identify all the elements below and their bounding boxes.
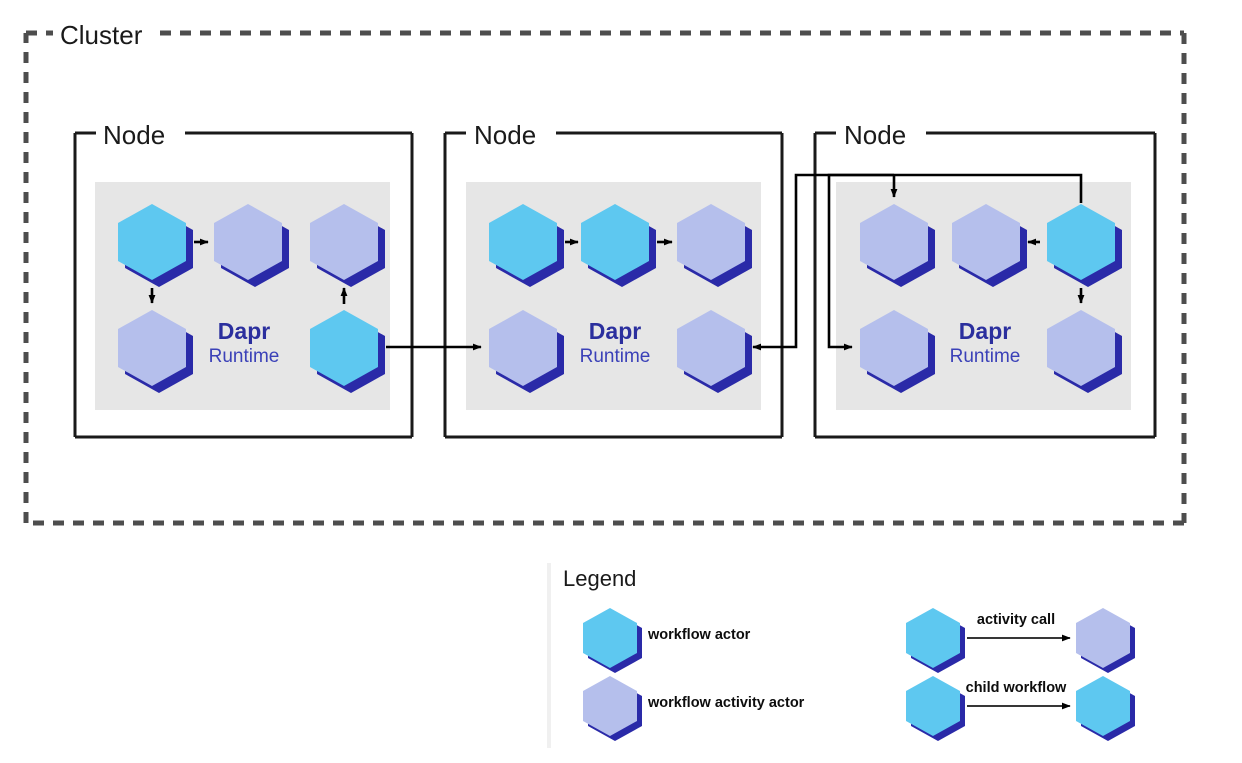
legend-label-child-workflow: child workflow: [966, 680, 1067, 696]
hexagon-n2-h1[interactable]: [489, 204, 564, 287]
legend-hex-to-activity-call: [1076, 608, 1135, 673]
hexagon-n3-h5[interactable]: [1047, 310, 1122, 393]
hexagon-body-workflow-activity-actor: [118, 310, 186, 386]
hexagon-body-workflow-activity-actor: [489, 310, 557, 386]
hexagon-body-workflow-activity-actor: [952, 204, 1020, 280]
node-2-runtime-subtitle: Runtime: [580, 346, 651, 367]
node-2: Node Dapr Runtime: [443, 120, 784, 439]
node-1-label: Node: [103, 120, 165, 150]
legend-title: Legend: [563, 566, 636, 591]
hexagon-body-workflow-actor: [581, 204, 649, 280]
hexagon-n2-h3[interactable]: [677, 204, 752, 287]
connector-node3-branch-to-h4: [827, 173, 894, 351]
node-2-label: Node: [474, 120, 536, 150]
hexagon-n3-h1[interactable]: [860, 204, 935, 287]
legend-swatch-workflow-actor[interactable]: [583, 608, 642, 673]
legend-label-workflow-activity-actor: workflow activity actor: [647, 695, 805, 711]
legend-hex-from-activity-call: [906, 608, 965, 673]
cross-node-connectors: [386, 173, 1083, 351]
legend: Legend workflow actor workflow activity …: [547, 563, 1192, 748]
legend-swatch-workflow-activity-actor[interactable]: [583, 676, 642, 741]
hexagon-body-workflow-actor: [906, 608, 960, 668]
hexagon-body-workflow-activity-actor: [214, 204, 282, 280]
hexagon-body-workflow-activity-actor: [677, 310, 745, 386]
node-3-label: Node: [844, 120, 906, 150]
hexagon-n1-h2[interactable]: [214, 204, 289, 287]
hexagon-n1-h3[interactable]: [310, 204, 385, 287]
node-1-runtime-title: Dapr: [218, 318, 270, 344]
hexagon-n3-h2[interactable]: [952, 204, 1027, 287]
hexagon-body-workflow-actor: [489, 204, 557, 280]
hexagon-body-workflow-activity-actor: [1047, 310, 1115, 386]
node-3-runtime-title: Dapr: [959, 318, 1011, 344]
hexagon-n2-h2[interactable]: [581, 204, 656, 287]
node-2-runtime-title: Dapr: [589, 318, 641, 344]
hexagon-body-workflow-actor: [1076, 676, 1130, 736]
legend-relation-child-workflow[interactable]: child workflow: [906, 676, 1135, 741]
hexagon-body-workflow-actor: [906, 676, 960, 736]
legend-hex-to-child-workflow: [1076, 676, 1135, 741]
node-3: Node Dapr Runtime: [813, 120, 1157, 439]
hexagon-body-workflow-activity-actor: [310, 204, 378, 280]
hexagon-body-workflow-activity-actor: [860, 204, 928, 280]
hexagon-n1-h5[interactable]: [310, 310, 385, 393]
hexagon-n2-h5[interactable]: [677, 310, 752, 393]
hexagon-n3-h3[interactable]: [1047, 204, 1122, 287]
node-3-runtime-subtitle: Runtime: [950, 346, 1021, 367]
node-1: Node Dapr Runtime: [73, 120, 414, 439]
hexagon-body-workflow-activity-actor: [583, 676, 637, 736]
node-1-runtime-subtitle: Runtime: [209, 346, 280, 367]
hexagon-body-workflow-activity-actor: [677, 204, 745, 280]
hexagon-body-workflow-actor: [310, 310, 378, 386]
hexagon-body-workflow-activity-actor: [1076, 608, 1130, 668]
legend-label-activity-call: activity call: [977, 612, 1055, 628]
legend-relation-activity-call[interactable]: activity call: [906, 608, 1135, 673]
legend-panel-edge-shade: [547, 563, 551, 748]
cluster-label: Cluster: [60, 20, 143, 50]
hexagon-n2-h4[interactable]: [489, 310, 564, 393]
hexagon-n1-h1[interactable]: [118, 204, 193, 287]
hexagon-body-workflow-activity-actor: [860, 310, 928, 386]
hexagon-body-workflow-actor: [583, 608, 637, 668]
hexagon-n1-h4[interactable]: [118, 310, 193, 393]
legend-label-workflow-actor: workflow actor: [647, 627, 751, 643]
connector-node3-to-node2: [752, 173, 1083, 351]
hexagon-body-workflow-actor: [1047, 204, 1115, 280]
legend-hex-from-child-workflow: [906, 676, 965, 741]
hexagon-n3-h4[interactable]: [860, 310, 935, 393]
cluster-frame: Cluster: [23, 20, 1187, 526]
hexagon-body-workflow-actor: [118, 204, 186, 280]
